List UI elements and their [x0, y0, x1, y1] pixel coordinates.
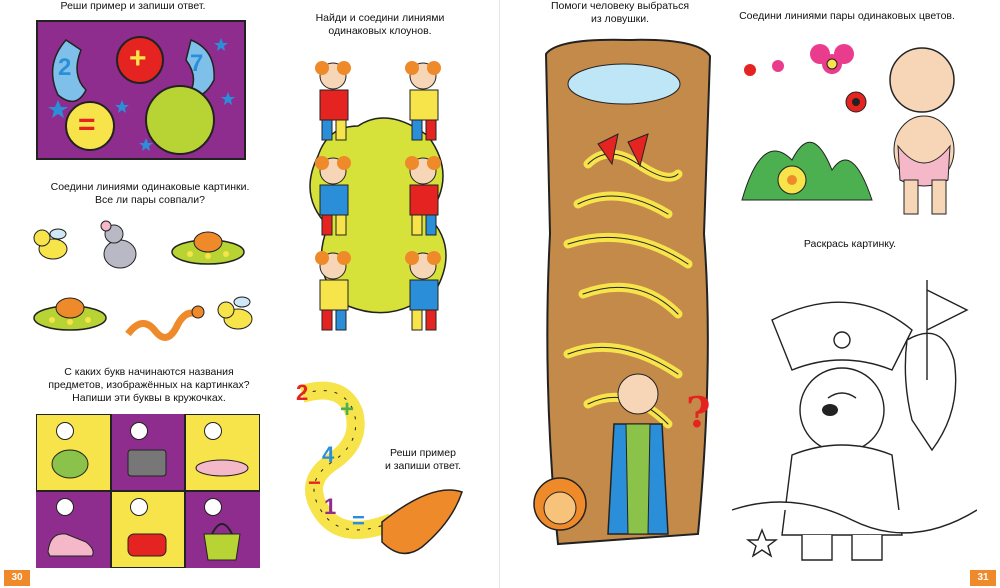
maze-question-mark: ?	[686, 388, 711, 437]
snake-math-illustration: 2 + 4 − 1 =	[282, 372, 482, 572]
ufo-picture-1	[171, 231, 245, 265]
task-math-bottom-line-2: и запиши ответ.	[384, 460, 462, 472]
task-math-bottom-line-1: Реши пример	[390, 447, 456, 459]
math-equals-sign: =	[78, 108, 96, 141]
letter-circle-5[interactable]	[130, 498, 148, 516]
task-clowns-line-2: одинаковых клоунов.	[328, 25, 432, 37]
snake-equals-sign: =	[352, 508, 365, 533]
math-digit-2: 2	[58, 54, 72, 81]
red-flower	[845, 91, 867, 113]
task-maze-line-1: Помоги человеку выбраться	[550, 0, 690, 12]
task-flowers-title: Соедини линиями пары одинаковых цветов.	[739, 10, 955, 22]
task-maze-line-2: из ловушки.	[590, 13, 650, 25]
right-page: Помоги человеку выбраться из ловушки. ? …	[500, 0, 1000, 588]
grass-bush	[741, 141, 873, 201]
page-number-left: 30	[4, 570, 30, 586]
task-letters-line-3: Напиши эти буквы в кружочках.	[72, 392, 226, 404]
letter-circle-1[interactable]	[56, 422, 74, 440]
letter-circle-3[interactable]	[204, 422, 222, 440]
task-pairs-line-1: Соедини линиями одинаковые картинки.	[50, 181, 250, 193]
letter-circle-4[interactable]	[56, 498, 74, 516]
pairs-illustration	[28, 214, 268, 344]
task-letters-line-1: С каких букв начинаются названия	[64, 366, 234, 378]
clown	[315, 61, 441, 331]
answer-circle[interactable]	[146, 86, 214, 154]
math-puzzle-panel: 2 + 7 =	[36, 20, 246, 160]
bag-picture	[203, 533, 241, 561]
snake-minus-sign: −	[308, 470, 321, 495]
lion-figure	[533, 477, 587, 531]
letters-grid	[36, 414, 260, 568]
plate-picture	[195, 459, 249, 477]
yellow-flower	[777, 165, 807, 195]
baby-figure	[889, 47, 955, 215]
task-pairs-line-2: Все ли пары совпали?	[95, 194, 205, 206]
task-letters-line-2: предметов, изображённых на картинках?	[48, 379, 250, 391]
letter-circle-6[interactable]	[204, 498, 222, 516]
bee-picture	[33, 228, 68, 260]
snake-digit-4: 4	[322, 442, 335, 467]
maze-illustration	[528, 34, 728, 564]
pink-flower	[810, 44, 854, 74]
task-coloring-title: Раскрась картинку.	[803, 238, 897, 250]
math-digit-7: 7	[190, 50, 204, 77]
letter-circle-2[interactable]	[130, 422, 148, 440]
flowers-illustration	[732, 30, 982, 220]
left-page: Реши пример и запиши ответ. 2 + 7 = Найд…	[4, 0, 482, 586]
cabbage-picture	[51, 449, 89, 479]
snake-picture	[125, 305, 205, 341]
bee-picture-2	[217, 296, 253, 330]
camera-picture	[127, 449, 167, 477]
man-figure	[607, 373, 669, 535]
pirate-coloring-illustration	[732, 260, 977, 565]
snake-plus-sign: +	[340, 396, 355, 423]
ufo-picture-2	[33, 297, 107, 331]
clowns-illustration	[288, 46, 478, 346]
snake-digit-1: 1	[324, 494, 337, 519]
shoe-picture	[47, 533, 94, 557]
math-plus-sign: +	[129, 42, 147, 75]
mouse-picture	[100, 220, 137, 269]
snake-digit-2: 2	[296, 380, 309, 405]
phone-picture	[127, 533, 167, 557]
page-number-right: 31	[970, 570, 996, 586]
task-math-top-title: Реши пример и запиши ответ.	[60, 0, 206, 12]
task-clowns-line-1: Найди и соедини линиями	[315, 12, 445, 24]
